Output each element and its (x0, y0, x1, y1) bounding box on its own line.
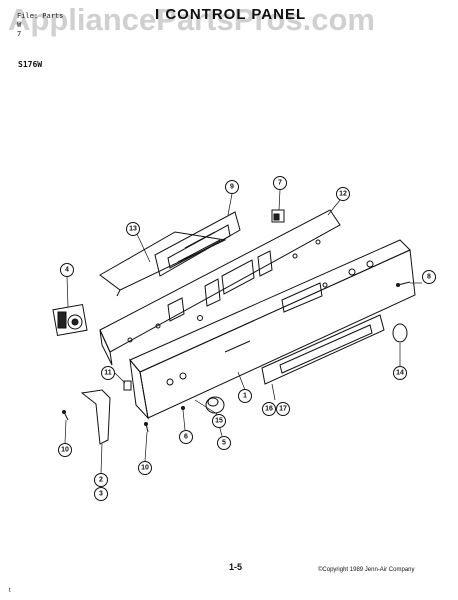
callout-6: 6 (179, 430, 193, 444)
callout-5: 5 (217, 436, 231, 450)
callout-7: 7 (273, 176, 287, 190)
callout-12: 12 (336, 187, 350, 201)
header-line-2: W (17, 21, 22, 29)
svg-text:8: 8 (427, 274, 431, 281)
overlay-trim-part (261, 314, 385, 385)
callout-16: 16 (262, 402, 276, 416)
svg-text:13: 13 (129, 226, 137, 233)
header-line-3: 7 (17, 30, 22, 38)
svg-text:10: 10 (141, 465, 149, 472)
model-number: S176W (18, 60, 43, 69)
screw-part-6 (181, 406, 185, 410)
callout-15: 15 (212, 414, 226, 428)
svg-text:2: 2 (99, 477, 103, 484)
svg-text:11: 11 (104, 370, 112, 377)
svg-text:4: 4 (65, 267, 69, 274)
callout-4: 4 (60, 263, 74, 277)
end-cap-part (80, 389, 111, 445)
knob-part (205, 396, 225, 414)
callout-11: 11 (101, 366, 115, 380)
callout-3: 3 (94, 487, 108, 501)
page-number: 1-5 (229, 562, 243, 572)
corner-mark: t (9, 588, 11, 594)
screw-part-10b (144, 422, 149, 433)
svg-text:10: 10 (61, 447, 69, 454)
page-title: I CONTROL PANEL (155, 6, 307, 23)
callout-8: 8 (422, 270, 436, 284)
callout-17: 17 (276, 402, 290, 416)
svg-text:16: 16 (265, 406, 273, 413)
timer-part (52, 304, 88, 336)
rear-panel-part (99, 209, 341, 366)
leader-lines (64, 189, 422, 474)
svg-text:3: 3 (99, 491, 103, 498)
screw-part-10a (62, 410, 69, 421)
front-panel-part (129, 239, 416, 420)
file-label: File: Parts (17, 12, 64, 20)
svg-text:1: 1 (243, 393, 247, 400)
switch-part (271, 209, 285, 223)
svg-text:7: 7 (278, 180, 282, 187)
callout-10b: 10 (138, 461, 152, 475)
svg-text:6: 6 (184, 434, 188, 441)
svg-text:12: 12 (339, 191, 347, 198)
screw-part-8 (396, 281, 411, 287)
svg-text:15: 15 (215, 418, 223, 425)
svg-text:14: 14 (396, 370, 404, 377)
copyright-notice: ©Copyright 1989 Jenn-Air Company (318, 567, 415, 573)
clip-part (123, 380, 132, 391)
svg-text:17: 17 (279, 406, 287, 413)
callout-10a: 10 (58, 443, 72, 457)
callout-9: 9 (225, 180, 239, 194)
callout-13: 13 (126, 222, 140, 236)
callout-1: 1 (238, 389, 252, 403)
svg-text:5: 5 (222, 440, 226, 447)
callout-14: 14 (393, 366, 407, 380)
callout-2: 2 (94, 473, 108, 487)
svg-text:9: 9 (230, 184, 234, 191)
circuit-board-part (154, 211, 241, 277)
panel-cover-part (99, 231, 227, 297)
knob-part-right (392, 323, 408, 343)
